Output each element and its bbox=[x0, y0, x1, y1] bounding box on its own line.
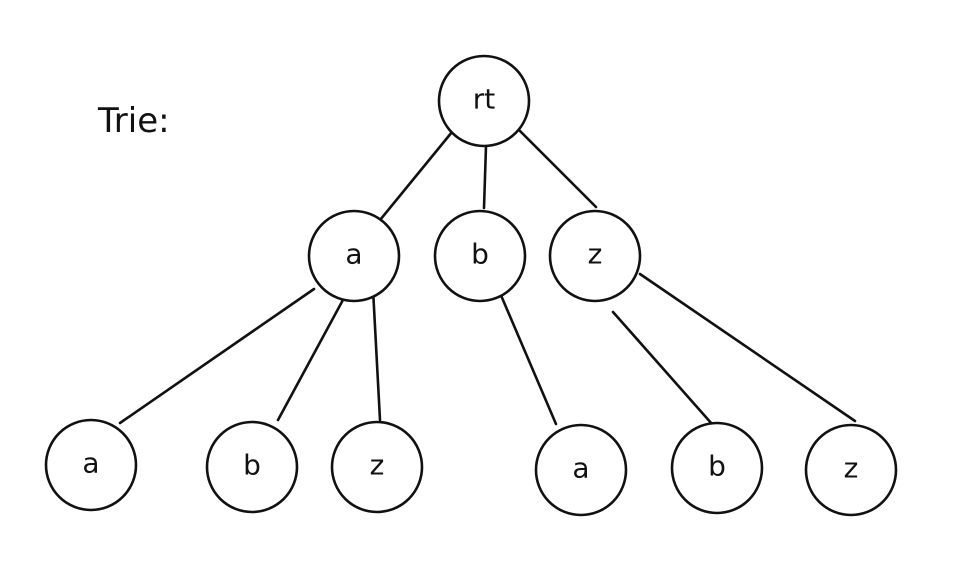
trie-node-level2-a-b: b bbox=[205, 420, 299, 514]
node-label: a bbox=[82, 447, 99, 480]
trie-node-level2-a-a: a bbox=[44, 418, 138, 512]
edge-root-to-z bbox=[513, 124, 598, 209]
edge-root-to-a bbox=[378, 130, 454, 222]
trie-node-level1-a: a bbox=[307, 209, 401, 303]
edge-b-to-a bbox=[498, 291, 558, 426]
node-label: z bbox=[844, 452, 859, 485]
node-label: z bbox=[588, 238, 603, 271]
trie-node-level1-b: b bbox=[433, 209, 527, 303]
trie-node-level2-z-z: z bbox=[804, 423, 898, 517]
diagram-title: Trie: bbox=[97, 101, 170, 141]
trie-node-level2-z-b: b bbox=[670, 421, 764, 515]
edge-a-to-a bbox=[118, 287, 316, 425]
trie-node-level2-b-a: a bbox=[534, 423, 628, 517]
node-label: b bbox=[708, 450, 726, 483]
trie-node-level2-a-z: z bbox=[330, 420, 424, 514]
trie-node-root: rt bbox=[437, 54, 531, 148]
edge-a-to-z bbox=[371, 287, 382, 422]
edge-z-to-b bbox=[611, 310, 714, 426]
node-label: b bbox=[243, 449, 261, 482]
trie-node-level1-z: z bbox=[548, 209, 642, 303]
node-label: rt bbox=[473, 83, 496, 116]
node-label: z bbox=[370, 449, 385, 482]
edge-a-to-b bbox=[276, 296, 346, 422]
edge-z-to-z bbox=[638, 272, 857, 423]
node-label: b bbox=[471, 238, 489, 271]
node-label: a bbox=[572, 452, 589, 485]
node-label: a bbox=[345, 238, 362, 271]
edge-root-to-b bbox=[482, 144, 488, 210]
